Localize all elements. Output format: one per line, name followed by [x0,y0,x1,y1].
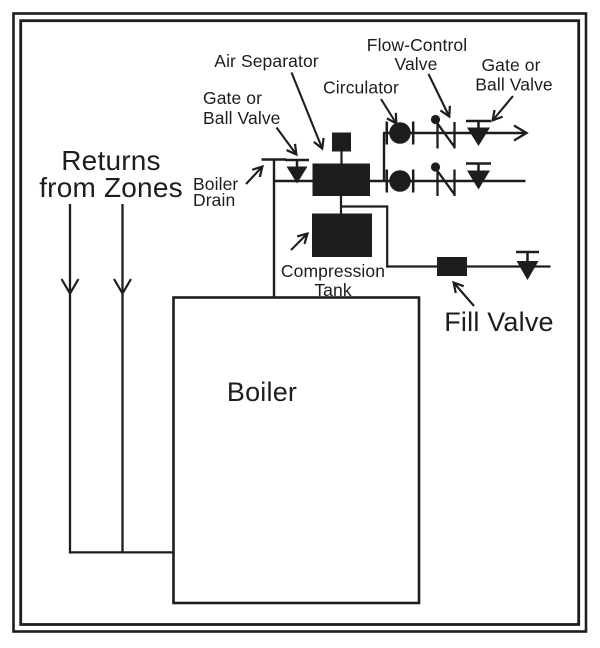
gate-ball-valve-left-label-line1: Gate or [203,88,262,108]
valve-icon [516,261,539,280]
inner-frame-border [19,19,581,626]
flow-control-valve-symbol-upper [430,114,456,149]
boiler-drain-pointer-icon [245,164,264,185]
returns-label-line2: from Zones [39,172,183,203]
gate-ball-valve-left-label-line2: Ball Valve [203,108,281,128]
gate-ball-valve-right-label-line2: Ball Valve [475,75,553,95]
pump-icon [389,170,411,192]
valve-stem [466,162,491,171]
fill-valve-symbol [437,257,467,276]
flow-control-label-line1: Flow-Control [367,35,467,55]
compression-tank-label-line2: Tank [314,280,352,300]
gate-valve-symbol-lower-line [466,162,491,190]
boiler-drain-label-line1: Boiler [193,174,238,194]
fill-valve-pointer-icon [452,280,475,307]
circulator-flanges [385,169,415,193]
boiler-drain-label-line2: Drain [193,190,235,210]
valve-icon [467,127,490,146]
flow-control-label-line2: Valve [395,54,438,74]
flow-direction-arrow-icon [513,124,529,142]
compression-tank-body [312,213,372,257]
returns-label-line1: Returns [61,145,160,176]
gate-valve-right-pointer-icon [491,95,514,123]
zone-return-lines [60,204,174,554]
circulator-symbol-lower [385,169,415,193]
valve-stem [516,250,539,261]
air-separator-body [312,163,370,196]
gate-valve-left-pointer-icon [275,126,298,157]
gate-valve-symbol-supply [285,158,309,184]
down-arrow-icon [60,278,80,296]
fill-valve-body [437,257,467,276]
compression-tank-label-line1: Compression [281,261,385,281]
valve-weight-dot [430,162,441,172]
leader-arrows [245,72,514,307]
gate-valve-symbol-upper-line [466,119,491,146]
valve-icon [286,166,308,184]
check-valve-icon [436,169,456,196]
return-pipe-lines [68,204,174,554]
air-separator-label: Air Separator [214,51,318,71]
flow-control-pointer-icon [427,73,451,119]
air-separator-symbol [312,132,370,196]
boiler-label: Boiler [227,377,297,407]
boiler-outline [172,296,421,605]
down-arrow-icon [113,278,132,296]
flow-control-valve-symbol-lower [430,162,456,196]
circulator-symbol-upper [385,121,415,145]
boiler-box: Boiler [172,296,421,605]
frame-border [12,12,588,633]
valve-stem [466,119,491,128]
check-valve-icon [436,122,456,149]
pump-icon [389,122,411,144]
air-vent-icon [332,132,351,152]
air-separator-pointer-icon [290,72,325,151]
gate-valve-symbol-fill-line [516,250,539,280]
valve-weight-dot [430,114,441,125]
circulator-label: Circulator [323,78,399,98]
valve-stem [285,158,309,167]
pipe-tank-and-fill-drop [339,195,389,267]
outer-frame-border [12,12,588,633]
fill-valve-label: Fill Valve [444,307,554,337]
gate-ball-valve-right-label-line1: Gate or [481,55,540,75]
circulator-pointer-icon [380,98,398,126]
compression-tank-pointer-icon [290,231,310,251]
compression-tank-symbol [312,213,372,257]
valve-icon [467,170,490,190]
labels: Returns from Zones Boiler Drain Gate or … [39,35,554,337]
